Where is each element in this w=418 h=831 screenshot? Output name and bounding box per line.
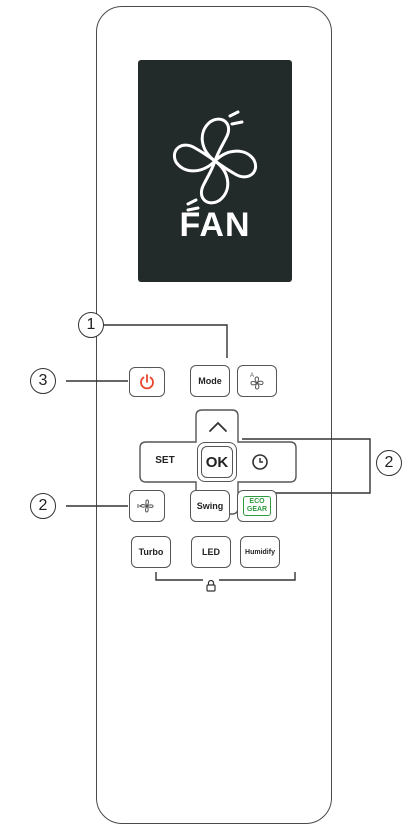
up-button[interactable] — [200, 412, 236, 440]
led-button[interactable]: LED — [191, 536, 231, 568]
timer-button[interactable] — [247, 450, 273, 474]
child-lock-indicator — [203, 578, 219, 594]
ok-button[interactable]: OK — [197, 442, 237, 482]
fan-icon — [173, 110, 257, 212]
mode-button[interactable]: Mode — [190, 365, 230, 397]
eco-gear-badge: ECO GEAR — [242, 496, 272, 516]
fan-speed-icon — [137, 499, 154, 513]
auto-fan-button[interactable]: A — [237, 365, 277, 397]
swing-button[interactable]: Swing — [190, 490, 230, 522]
set-button[interactable]: SET — [155, 455, 175, 466]
power-icon — [140, 374, 154, 390]
gear-label: GEAR — [246, 506, 268, 513]
callout-2-left: 2 — [30, 493, 56, 519]
eco-gear-button[interactable]: ECO GEAR — [237, 490, 277, 522]
display-mode-text: FAN — [179, 206, 251, 244]
lock-icon — [206, 579, 216, 592]
callout-1: 1 — [78, 312, 104, 338]
svg-text:A: A — [250, 373, 254, 379]
power-button[interactable] — [129, 367, 165, 397]
ok-inner-ring — [201, 446, 233, 478]
humidify-button[interactable]: Humidify — [240, 536, 280, 568]
ok-label: OK — [205, 453, 229, 471]
fan-speed-button[interactable] — [129, 490, 165, 522]
eco-label: ECO — [249, 498, 265, 505]
callout-3: 3 — [30, 368, 56, 394]
callout-2-right: 2 — [376, 450, 402, 476]
auto-fan-icon: A — [250, 373, 264, 390]
turbo-button[interactable]: Turbo — [131, 536, 171, 568]
clock-icon — [252, 454, 268, 470]
chevron-up-icon — [209, 421, 227, 432]
lcd-display: FAN — [138, 60, 292, 282]
